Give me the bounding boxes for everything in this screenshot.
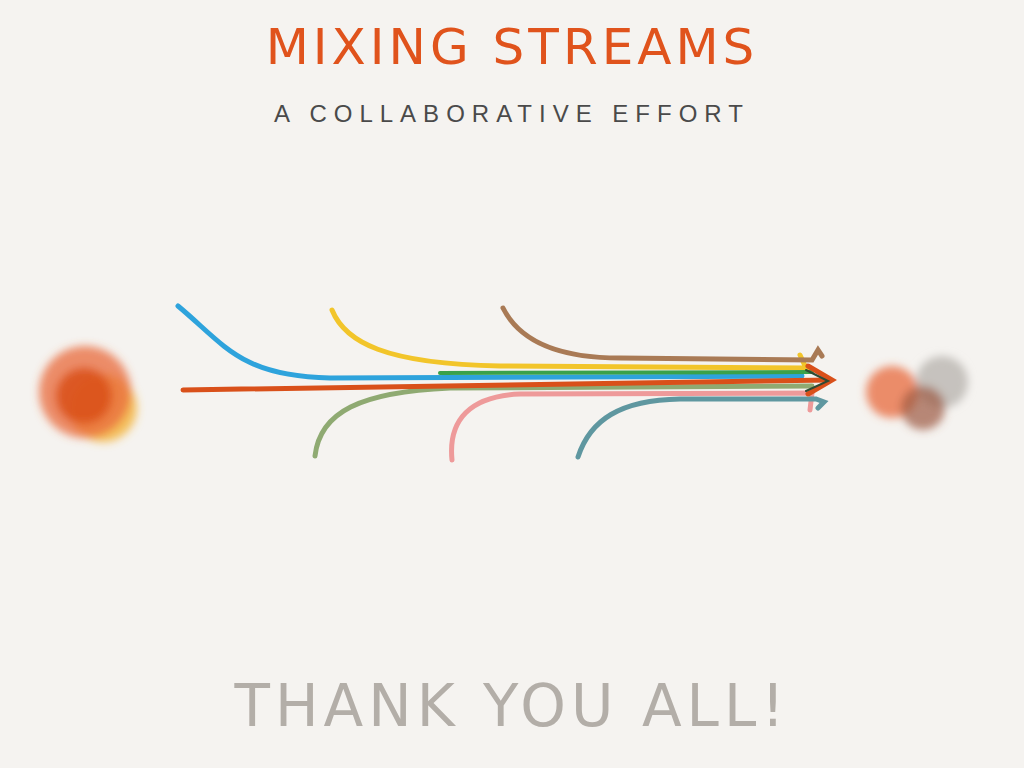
thanks-note: THANK YOU ALL!: [0, 672, 1024, 740]
target-blob: [866, 356, 968, 430]
diagram-title: MIXING STREAMS: [0, 18, 1024, 76]
source-blob: [39, 346, 137, 442]
stream-lines: [178, 306, 832, 460]
subtitle: A COLLABORATIVE EFFORT: [0, 100, 1024, 128]
